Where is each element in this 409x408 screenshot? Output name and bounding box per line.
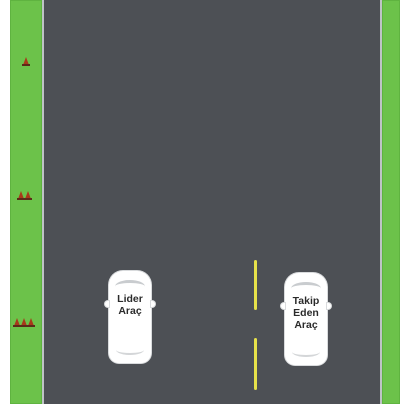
windshield	[291, 282, 321, 295]
lane-dash	[254, 338, 257, 390]
follower-car-label: Takip Eden Araç	[285, 295, 327, 331]
leader-car-label: Lider Araç	[109, 293, 151, 317]
lane-dash	[254, 260, 257, 310]
traffic-cone-icon	[28, 318, 34, 326]
follower-car[interactable]: Takip Eden Araç	[285, 273, 327, 365]
rear-window	[116, 345, 144, 355]
cone-group-1	[23, 57, 29, 65]
traffic-cone-icon	[25, 191, 31, 199]
road	[44, 0, 380, 404]
cone-group-3	[14, 318, 34, 326]
right-grass-verge	[382, 0, 400, 404]
traffic-cone-icon	[23, 57, 29, 65]
windshield	[115, 280, 145, 293]
cone-group-2	[18, 191, 31, 199]
right-road-edge	[380, 0, 382, 404]
rear-window	[292, 347, 320, 357]
leader-car[interactable]: Lider Araç	[109, 271, 151, 363]
